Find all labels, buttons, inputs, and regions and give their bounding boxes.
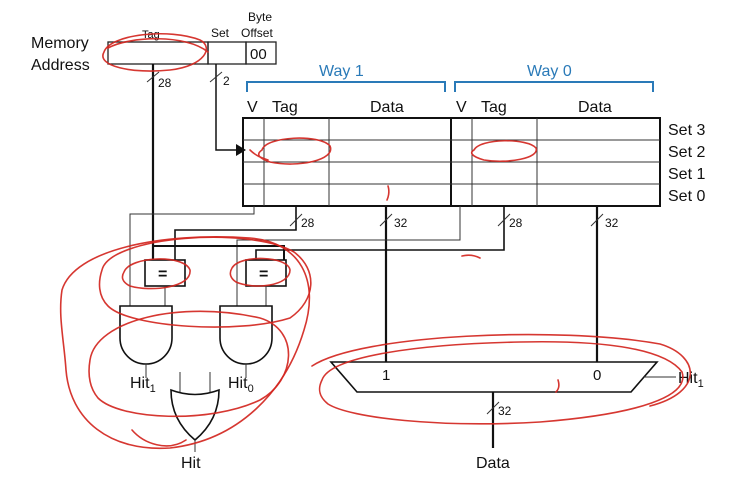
annotation-way0-tag-tick bbox=[461, 254, 481, 259]
way0-title: Way 0 bbox=[527, 63, 572, 80]
annotation-hit-tail bbox=[131, 429, 187, 447]
offset-value: 00 bbox=[250, 46, 267, 63]
way1-col-tag: Tag bbox=[272, 99, 298, 116]
address-offset-field bbox=[245, 41, 277, 65]
set-label-0: Set 0 bbox=[668, 188, 705, 205]
way1-col-v: V bbox=[247, 99, 258, 116]
hit-output-label: Hit bbox=[181, 455, 201, 472]
memory-address: Memory Address Tag Set Byte Offset 00 bbox=[31, 10, 277, 74]
address-tag-branch bbox=[153, 245, 285, 260]
way1-title: Way 1 bbox=[319, 63, 364, 80]
way0-comparator-symbol: = bbox=[259, 266, 268, 283]
set-index-bus: 2 bbox=[209, 64, 246, 156]
way0-col-v: V bbox=[456, 99, 467, 116]
set-label-2: Set 2 bbox=[668, 144, 705, 161]
way1-tag-width: 28 bbox=[301, 216, 315, 230]
cache-array bbox=[242, 117, 661, 207]
red-annotations bbox=[59, 32, 692, 450]
hit1-label: Hit1 bbox=[130, 375, 156, 395]
way1-col-data: Data bbox=[370, 99, 404, 116]
set-index-width: 2 bbox=[223, 74, 230, 88]
mux-output-label: Data bbox=[476, 455, 510, 472]
annotation-way1-tag-circle bbox=[249, 137, 332, 165]
data-multiplexer: 1 0 Hit1 32 Data bbox=[329, 361, 704, 472]
annotation-way0-tag-circle bbox=[470, 139, 537, 163]
set-index-arrow bbox=[236, 144, 246, 156]
set-label-1: Set 1 bbox=[668, 166, 705, 183]
address-tag-field bbox=[107, 41, 209, 65]
way1-bracket: Way 1 bbox=[246, 63, 446, 92]
way1-and-gate bbox=[119, 305, 173, 378]
mux-input-0-label: 0 bbox=[593, 367, 601, 384]
way1-data-width: 32 bbox=[394, 216, 408, 230]
way1-column-headers: V Tag Data bbox=[247, 99, 404, 116]
way0-bracket: Way 0 bbox=[454, 63, 654, 92]
way0-data-width: 32 bbox=[605, 216, 619, 230]
mux-input-1-label: 1 bbox=[382, 367, 390, 384]
address-tag-bus: 28 bbox=[146, 64, 172, 260]
byte-offset-label-line2: Offset bbox=[241, 26, 273, 40]
address-set-field bbox=[207, 41, 247, 65]
annotation-and-gates-circle bbox=[88, 310, 290, 418]
annotation-mux-tick bbox=[555, 379, 560, 393]
way1-valid-output bbox=[129, 206, 255, 306]
address-set-label: Set bbox=[211, 26, 230, 40]
memory-address-label-line1: Memory bbox=[31, 35, 89, 52]
way0-tag-width: 28 bbox=[509, 216, 523, 230]
hit0-label: Hit0 bbox=[228, 375, 254, 395]
way0-col-tag: Tag bbox=[481, 99, 507, 116]
byte-offset-label-line1: Byte bbox=[248, 10, 272, 24]
way0-column-headers: V Tag Data bbox=[456, 99, 612, 116]
or-gate: Hit bbox=[170, 372, 220, 472]
set-label-3: Set 3 bbox=[668, 122, 705, 139]
memory-address-label-line2: Address bbox=[31, 57, 90, 74]
way0-col-data: Data bbox=[578, 99, 612, 116]
annotation-comparator0-circle bbox=[229, 257, 291, 287]
way0-valid-output bbox=[236, 206, 461, 306]
annotation-address-circle bbox=[102, 32, 209, 72]
way1-comparator: = bbox=[144, 259, 186, 287]
way0-tag-output: 28 bbox=[255, 206, 523, 260]
mux-output-width: 32 bbox=[498, 404, 512, 418]
way0-and-gate bbox=[219, 305, 273, 378]
address-tag-width: 28 bbox=[158, 76, 172, 90]
way1-comparator-symbol: = bbox=[158, 266, 167, 283]
annotation-mux-circle-outer bbox=[311, 333, 692, 407]
set-labels: Set 3 Set 2 Set 1 Set 0 bbox=[668, 122, 705, 205]
annotation-way1-data-tick bbox=[386, 185, 390, 201]
way1-data-output: 32 bbox=[379, 206, 408, 362]
annotation-comparator1-circle bbox=[121, 258, 191, 290]
annotation-mux-circle bbox=[318, 340, 684, 425]
